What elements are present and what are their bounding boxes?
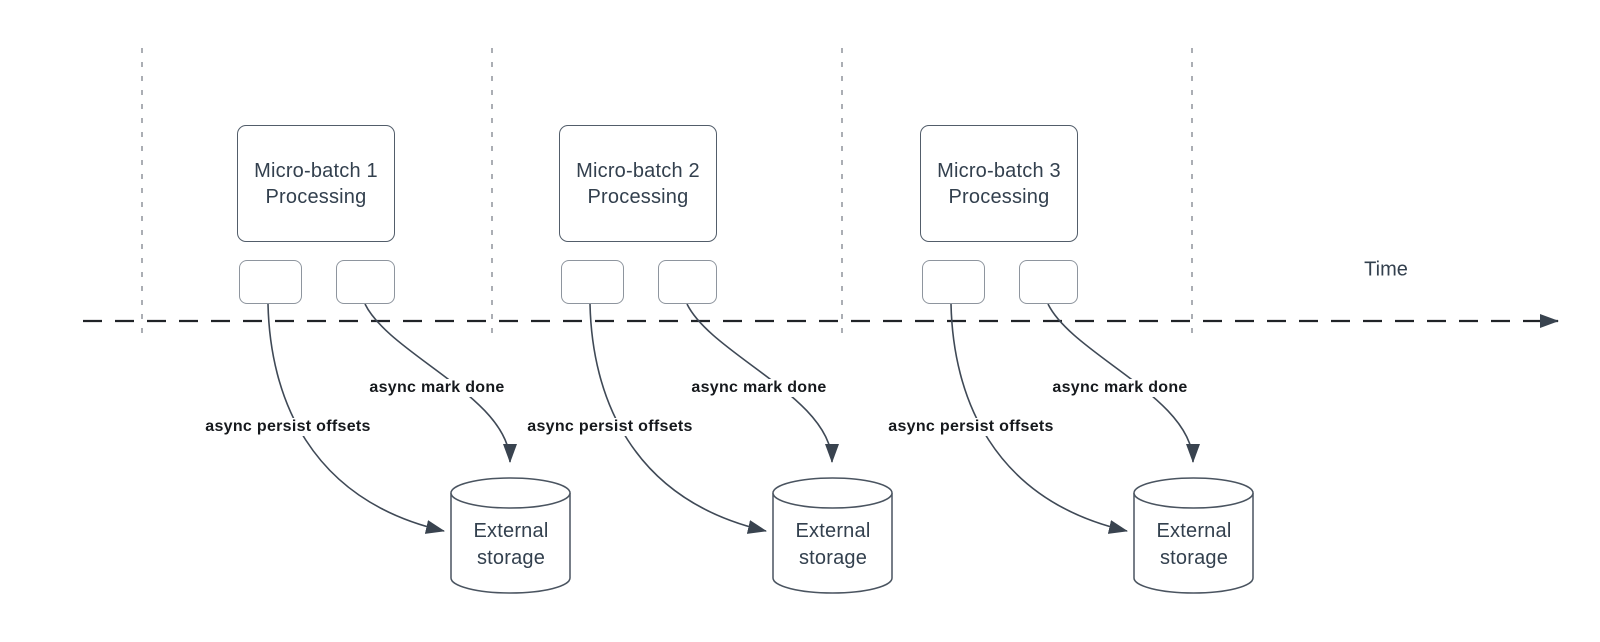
mark-done-arrow (686, 303, 839, 463)
micro-batch-1-processing-node: Micro-batch 1 Processing (237, 125, 395, 242)
external-storage-cylinder (772, 477, 893, 594)
commit-log-node (1019, 260, 1078, 304)
batch-3-edges (950, 303, 1254, 594)
mark-done-edge-label: async mark done (1049, 379, 1191, 397)
persist-offsets-edge-label: async persist offsets (202, 418, 374, 436)
persist-offsets-arrow (950, 303, 1128, 534)
offset-log-node (239, 260, 302, 304)
commit-log-node (336, 260, 395, 304)
external-storage-label: External storage (473, 520, 549, 569)
mark-done-arrow (1047, 303, 1200, 463)
micro-batch-2-processing-node: Micro-batch 2 Processing (559, 125, 717, 242)
persist-offsets-arrow (589, 303, 767, 534)
offset-log-node (561, 260, 624, 304)
offset-log-node (922, 260, 985, 304)
persist-offsets-arrow (267, 303, 445, 534)
external-storage-cylinder (1133, 477, 1254, 594)
persist-offsets-edge-label: async persist offsets (524, 418, 696, 436)
batch-2-edges (589, 303, 893, 594)
external-storage-cylinder (450, 477, 571, 594)
external-storage-label: External storage (1156, 520, 1232, 569)
mark-done-arrow (364, 303, 517, 463)
batch-1-edges (267, 303, 571, 594)
time-axis-label: Time (1364, 258, 1408, 281)
mark-done-edge-label: async mark done (688, 379, 830, 397)
micro-batch-3-processing-node: Micro-batch 3 Processing (920, 125, 1078, 242)
persist-offsets-edge-label: async persist offsets (885, 418, 1057, 436)
external-storage-label: External storage (795, 520, 871, 569)
mark-done-edge-label: async mark done (366, 379, 508, 397)
commit-log-node (658, 260, 717, 304)
